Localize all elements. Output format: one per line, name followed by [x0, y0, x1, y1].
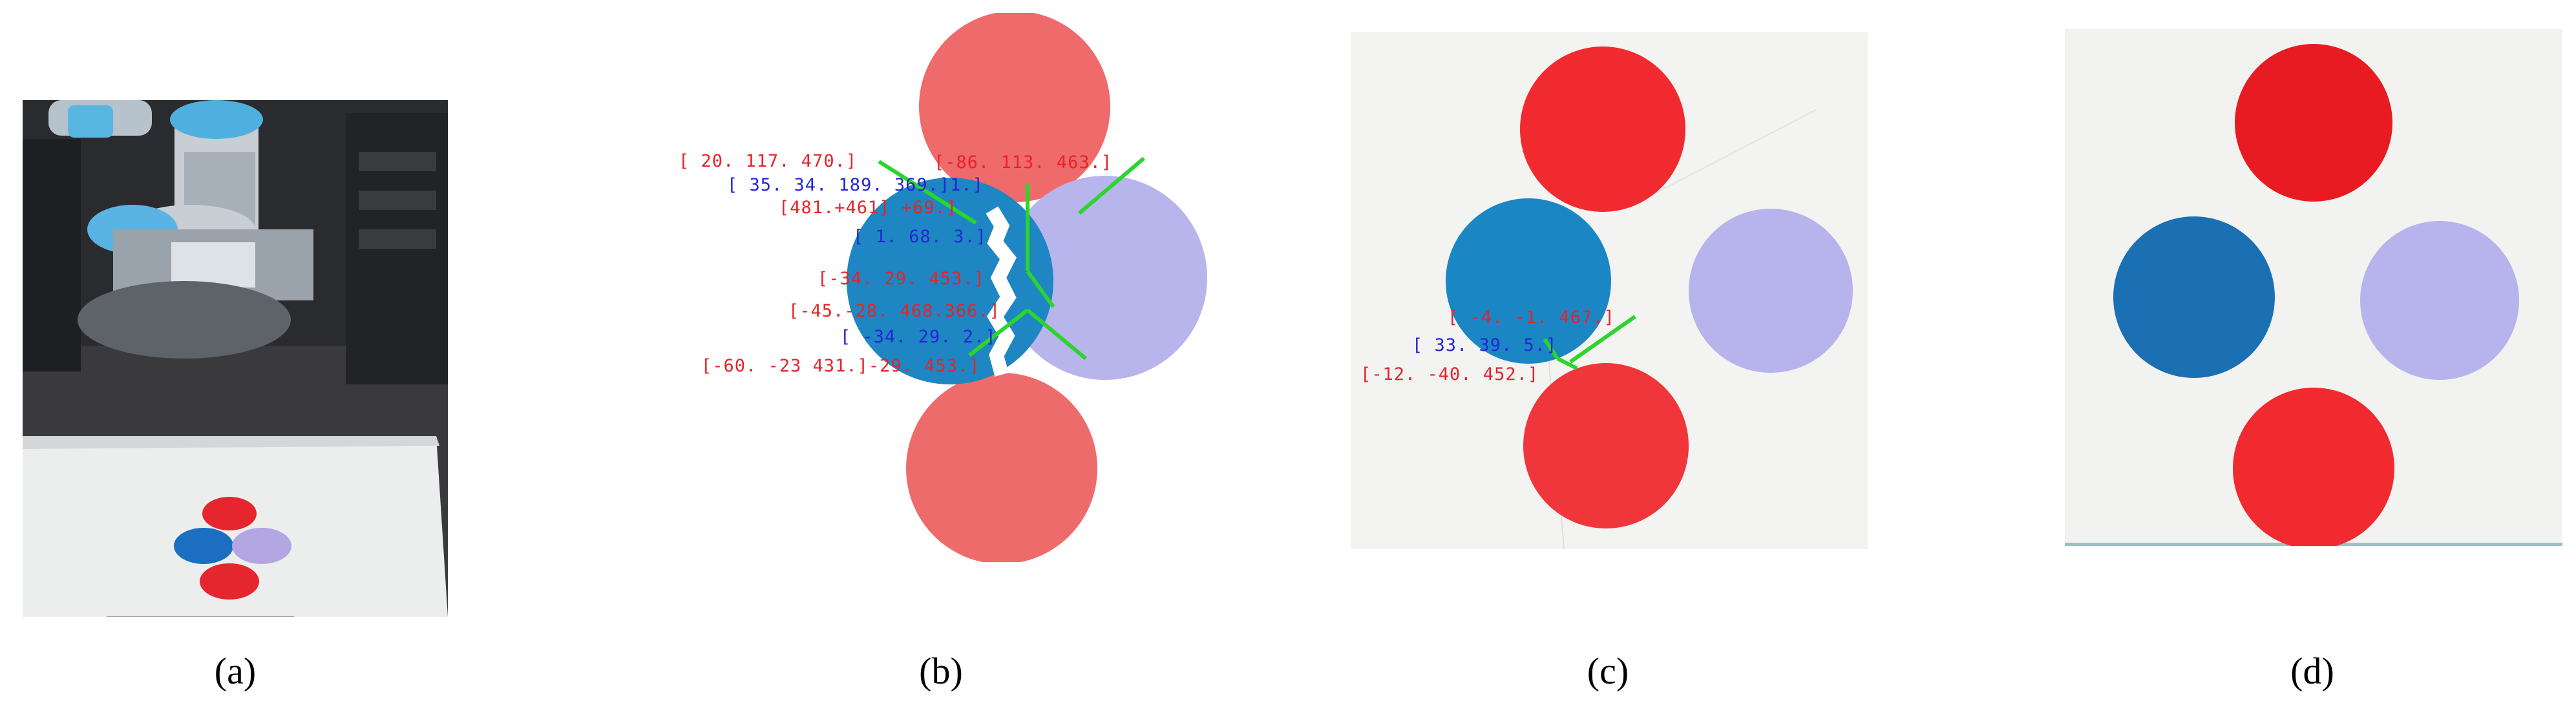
- robot-workspace-image: [23, 100, 448, 617]
- panel-d-separated: [2065, 29, 2562, 546]
- svg-text:[-12. -40. 452.]: [-12. -40. 452.]: [1360, 364, 1539, 384]
- svg-text:[ -4. -1. 467.]: [ -4. -1. 467.]: [1448, 308, 1615, 328]
- svg-text:[-60. -23 431.]-29. 453.]: [-60. -23 431.]-29. 453.]: [701, 356, 980, 376]
- disk-left-blue: [2113, 216, 2275, 378]
- disk-right-lavender: [2360, 221, 2519, 380]
- svg-text:[-86. 113. 463.]: [-86. 113. 463.]: [934, 152, 1112, 172]
- svg-text:[-34. 29. 453.]: [-34. 29. 453.]: [818, 269, 985, 289]
- disk-right-lavender: [1003, 176, 1207, 380]
- caption-b: (b): [919, 650, 963, 692]
- svg-text:[ -34. 29. 2.]: [ -34. 29. 2.]: [840, 327, 997, 347]
- labels-red-c: [ -4. -1. 467.] [-12. -40. 452.]: [1360, 308, 1615, 384]
- disk-top-red: [1520, 47, 1685, 212]
- disk-top-red: [919, 13, 1110, 202]
- svg-text:[ 20. 117. 470.]: [ 20. 117. 470.]: [679, 151, 857, 171]
- annotated-disks-b: [ 20. 117. 470.] [-86. 113. 463.] [481.+…: [679, 13, 1207, 562]
- separated-disks-d: [2065, 29, 2562, 546]
- svg-text:[481.+461] +69.]: [481.+461] +69.]: [779, 198, 957, 218]
- pose-arrows-c: [1543, 315, 1636, 370]
- disk-left-blue: [1446, 198, 1611, 364]
- caption-a: (a): [214, 650, 257, 692]
- disk-bottom-red: [906, 373, 1097, 562]
- disk-top-red: [2235, 44, 2392, 202]
- labels-blue-b: [ 35. 34. 189. 369.]1.] [ 1. 68. 3.] [ -…: [727, 175, 997, 347]
- caption-d: (d): [2290, 650, 2334, 692]
- annotated-disks-c: [ -4. -1. 467.] [-12. -40. 452.] [ 33. 3…: [1351, 32, 1868, 549]
- caption-c: (c): [1587, 650, 1629, 692]
- disk-bottom-red: [2233, 388, 2394, 546]
- svg-text:[-45.-28. 468.366.]: [-45.-28. 468.366.]: [788, 301, 1000, 321]
- panel-c-annotated: [ -4. -1. 467.] [-12. -40. 452.] [ 33. 3…: [1351, 32, 1868, 549]
- labels-blue-c: [ 33. 39. 5.]: [1412, 335, 1557, 355]
- pose-arrows: [878, 156, 1145, 360]
- svg-text:[ 33. 39. 5.]: [ 33. 39. 5.]: [1412, 335, 1557, 355]
- disk-bottom-red: [1523, 363, 1689, 528]
- panel-a-photo: [23, 100, 448, 617]
- panel-b-annotated: [ 20. 117. 470.] [-86. 113. 463.] [481.+…: [666, 13, 1273, 562]
- svg-text:[ 35. 34. 189. 369.]1.]: [ 35. 34. 189. 369.]1.]: [727, 175, 984, 195]
- svg-text:[ 1. 68. 3.]: [ 1. 68. 3.]: [853, 227, 987, 247]
- disk-right-lavender: [1689, 209, 1853, 373]
- labels-red-b: [ 20. 117. 470.] [-86. 113. 463.] [481.+…: [679, 151, 1112, 376]
